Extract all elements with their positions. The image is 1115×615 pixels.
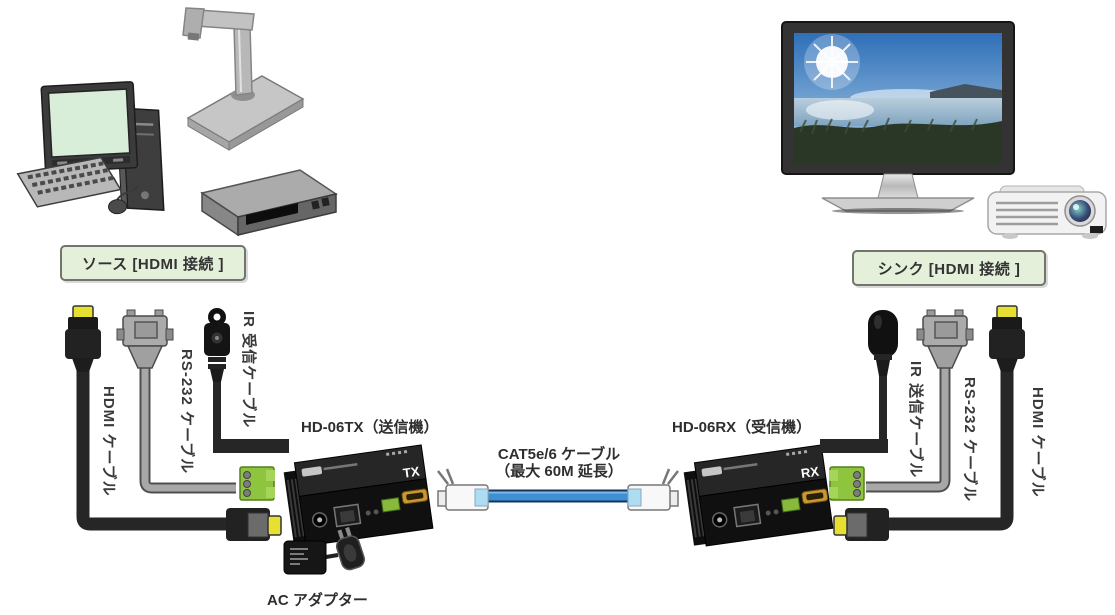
ir-receiver-cable-illustration (204, 308, 289, 453)
rs232-cable-right-illustration (829, 309, 974, 501)
ir-send-cable-label: IR 送信ケーブル (907, 361, 924, 479)
ac-adapter-label: AC アダプター (267, 592, 368, 609)
cat-cable-illustration (437, 468, 679, 511)
sink-devices-illustration (781, 21, 1107, 239)
tx-badge: TX (402, 463, 421, 480)
ir-receiver-head (204, 308, 230, 382)
rj45-plug-left (437, 468, 489, 511)
media-player-illustration (200, 169, 338, 237)
rj45-plug-right (627, 468, 679, 511)
rs232-cable-right-label: RS-232 ケーブル (961, 377, 978, 503)
desktop-pc-illustration (16, 81, 165, 215)
hdmi-cable-right-label: HDMI ケーブル (1029, 387, 1046, 498)
rx-device-label: HD-06RX（受信機） (672, 419, 812, 436)
rx-device-illustration: RX (683, 444, 834, 547)
cat-cable-label: CAT5e/6 ケーブル （最大 60M 延長） (457, 446, 661, 480)
hdmi-cable-left-label: HDMI ケーブル (100, 386, 117, 497)
ir-emitter-cable-illustration (820, 310, 898, 453)
sink-label-box: シンク [HDMI 接続 ] (852, 250, 1046, 286)
source-label: ソース [HDMI 接続 ] (81, 255, 225, 273)
rs232-cable-left-illustration (116, 309, 275, 501)
display-monitor-illustration (781, 21, 1015, 214)
hdmi-cable-right-illustration (833, 305, 1025, 541)
sink-label: シンク [HDMI 接続 ] (877, 260, 1021, 278)
rx-front-ports (711, 488, 829, 528)
hdmi-cable-left-illustration (65, 305, 282, 541)
tx-front-ports (311, 488, 429, 528)
cat-cable-label-line2: （最大 60M 延長） (495, 463, 623, 480)
ir-receive-cable-label: IR 受信ケーブル (240, 311, 257, 429)
pc-keyboard (16, 156, 122, 208)
pc-mouse (108, 184, 140, 215)
tx-device-illustration: TX (283, 444, 434, 547)
document-camera-illustration (182, 7, 305, 151)
db9-connector-right (916, 309, 974, 369)
rs232-cable-left-label: RS-232 ケーブル (178, 349, 195, 475)
source-devices-illustration (16, 7, 338, 237)
tx-device-label: HD-06TX（送信機） (301, 419, 439, 436)
ir-emitter-head (868, 310, 898, 376)
monitor-photo (794, 33, 1002, 163)
db9-connector-left (116, 309, 174, 369)
source-label-box: ソース [HDMI 接続 ] (60, 245, 246, 281)
cat-cable-label-line1: CAT5e/6 ケーブル (497, 446, 621, 463)
ac-adapter-illustration (283, 527, 366, 575)
terminal-block-left (239, 466, 275, 501)
projector-illustration (987, 185, 1107, 239)
terminal-block-right (829, 466, 865, 501)
rx-badge: RX (800, 464, 820, 481)
